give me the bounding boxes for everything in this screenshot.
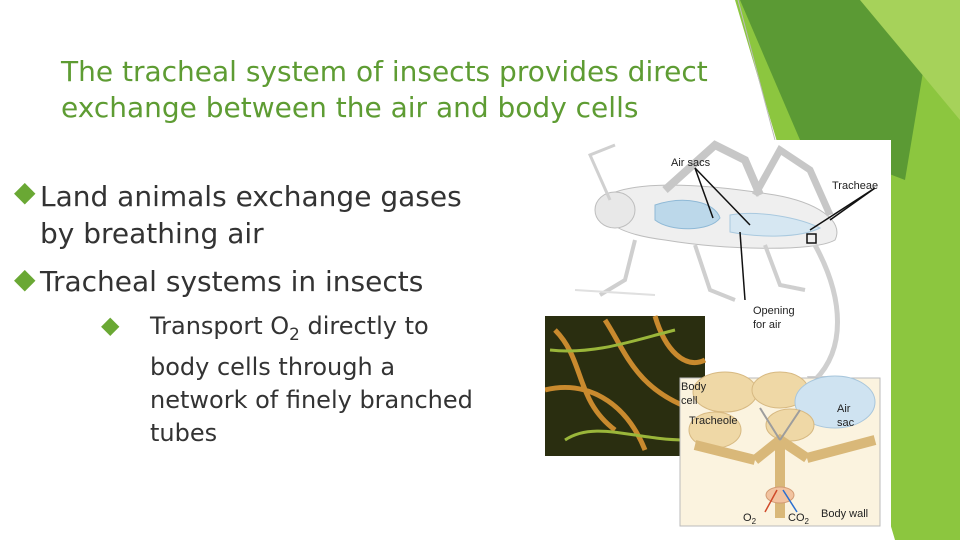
- tracheole-detail-inset: [679, 371, 881, 527]
- slide-title: The tracheal system of insects provides …: [61, 55, 708, 124]
- bullet-diamond-icon: ◆: [14, 262, 36, 295]
- label-tracheae: Tracheae: [832, 180, 878, 192]
- sub-bullet-text-start: Transport O: [150, 312, 290, 340]
- sub-bullet-text-end: directly to body cells through a network…: [150, 312, 473, 447]
- label-body-cell-line2: cell: [681, 395, 698, 407]
- sub-bullet-diamond-icon: ◆: [101, 311, 120, 339]
- label-body-cell-line1: Body: [681, 381, 707, 393]
- label-tracheole: Tracheole: [689, 415, 738, 427]
- trachea-micrograph: [545, 315, 707, 456]
- label-opening-line2: for air: [753, 319, 781, 331]
- bullet-diamond-icon: ◆: [14, 175, 36, 208]
- sub-bullet: Transport O2 directly to body cells thro…: [150, 310, 480, 450]
- o2-arrow: [764, 489, 778, 513]
- label-air-sac-line1: Air: [837, 403, 851, 415]
- label-o2: O2: [743, 512, 757, 526]
- zoom-arrow: [812, 243, 840, 382]
- callout-lines: [694, 167, 876, 301]
- label-air-sac-line2: sac: [837, 417, 855, 429]
- tracheal-system-figure: Air sacs Tracheae Opening for air Body c…: [545, 140, 891, 530]
- label-opening-line1: Opening: [753, 305, 795, 317]
- label-air-sacs: Air sacs: [671, 157, 711, 169]
- green-band-dark: [740, 0, 935, 180]
- grasshopper-illustration: [574, 140, 838, 302]
- co2-arrow: [782, 489, 798, 513]
- label-co2: CO2: [788, 512, 810, 526]
- green-band-bright: [860, 0, 960, 120]
- divider-line: [737, 0, 776, 141]
- bullet-1: Land animals exchange gases by breathing…: [40, 180, 462, 250]
- label-body-wall: Body wall: [821, 508, 868, 520]
- sub-bullet-subscript: 2: [289, 323, 300, 344]
- bullet-2: Tracheal systems in insects: [40, 265, 424, 298]
